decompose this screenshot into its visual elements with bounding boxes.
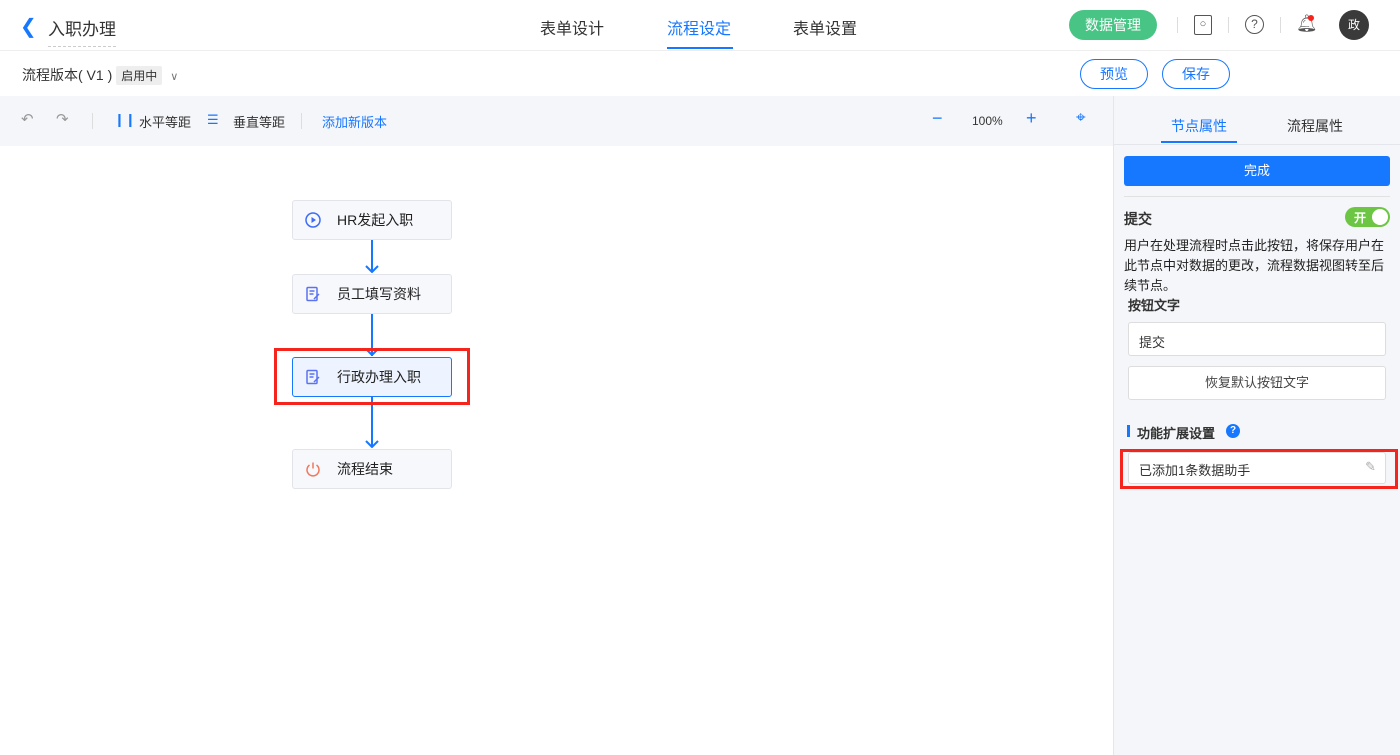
node-label: 行政办理入职 — [337, 369, 421, 385]
tab-flow-settings[interactable]: 流程设定 — [667, 21, 732, 38]
toggle-knob — [1372, 209, 1388, 225]
submit-toggle[interactable]: 开 — [1345, 207, 1390, 227]
data-assistant-value: 已添加1条数据助手 — [1139, 463, 1251, 478]
divider — [92, 113, 93, 129]
tab-flow-properties[interactable]: 流程属性 — [1287, 118, 1343, 134]
connector — [371, 397, 373, 447]
tab-node-properties[interactable]: 节点属性 — [1171, 118, 1227, 134]
form-edit-icon — [306, 286, 320, 302]
help-icon[interactable]: ? — [1245, 15, 1264, 34]
horizontal-spacing-button[interactable]: 水平等距 — [139, 115, 192, 130]
version-selector[interactable]: 流程版本( V1 )启用中 ∨ — [22, 65, 178, 85]
notification-dot — [1308, 15, 1314, 21]
vertical-spacing-button[interactable]: 垂直等距 — [233, 115, 286, 130]
zoom-level: 100% — [972, 114, 1003, 128]
divider — [1177, 17, 1178, 33]
properties-panel — [1113, 96, 1400, 755]
arrow-icon — [365, 348, 379, 356]
highlight-box — [274, 348, 470, 405]
back-icon[interactable]: ❮ — [20, 16, 37, 38]
reset-button-text-button[interactable]: 恢复默认按钮文字 — [1128, 366, 1386, 400]
locate-icon[interactable]: ⌖ — [1076, 108, 1086, 127]
flow-node-admin-selected[interactable]: 行政办理入职 — [292, 357, 452, 397]
divider — [1124, 196, 1390, 197]
horizontal-spacing-icon[interactable]: ❙❙ — [114, 112, 136, 127]
active-tab-indicator — [1161, 141, 1237, 143]
node-label: HR发起入职 — [337, 212, 414, 228]
active-tab-indicator — [667, 47, 733, 49]
tab-form-settings[interactable]: 表单设置 — [793, 21, 858, 38]
help-icon[interactable]: ? — [1226, 424, 1240, 438]
edit-icon[interactable]: ✎ — [1365, 459, 1376, 474]
zoom-in-icon[interactable]: + — [1026, 108, 1037, 128]
divider — [301, 113, 302, 129]
arrow-icon — [365, 265, 379, 273]
play-icon — [305, 212, 321, 228]
data-assistant-field[interactable]: 已添加1条数据助手 ✎ — [1128, 452, 1386, 484]
divider — [1280, 17, 1281, 33]
avatar[interactable]: 政 — [1339, 10, 1369, 40]
app-title[interactable]: 入职办理 — [48, 15, 116, 47]
button-text-label: 按钮文字 — [1128, 298, 1181, 313]
contacts-icon[interactable]: ○ — [1194, 15, 1212, 35]
undo-icon[interactable]: ↶ — [21, 111, 34, 128]
preview-button[interactable]: 预览 — [1080, 59, 1148, 89]
vertical-spacing-icon[interactable]: ☰ — [207, 112, 219, 127]
bell-icon[interactable]: 🔔︎ — [1296, 14, 1318, 33]
connector — [371, 314, 373, 356]
highlight-box — [1120, 449, 1398, 489]
divider — [1228, 17, 1229, 33]
toggle-label: 开 — [1354, 211, 1367, 225]
node-label: 流程结束 — [337, 461, 393, 477]
form-edit-icon — [306, 369, 320, 385]
zoom-out-icon[interactable]: − — [932, 108, 943, 128]
done-button[interactable]: 完成 — [1124, 156, 1390, 186]
tab-form-design[interactable]: 表单设计 — [540, 21, 605, 38]
redo-icon[interactable]: ↷ — [56, 111, 69, 128]
divider — [1114, 144, 1400, 145]
arrow-icon — [365, 440, 379, 448]
flow-node-start[interactable]: HR发起入职 — [292, 200, 452, 240]
canvas-toolbar — [0, 96, 1113, 146]
button-text-input[interactable]: 提交 — [1128, 322, 1386, 356]
data-manage-button[interactable]: 数据管理 — [1069, 10, 1157, 40]
flow-node-fill-info[interactable]: 员工填写资料 — [292, 274, 452, 314]
extension-title: 功能扩展设置 — [1137, 426, 1216, 441]
save-button[interactable]: 保存 — [1162, 59, 1230, 89]
status-badge: 启用中 — [116, 66, 163, 85]
section-marker — [1127, 425, 1130, 437]
version-label: 流程版本( V1 ) — [22, 67, 113, 83]
flow-node-end[interactable]: 流程结束 — [292, 449, 452, 489]
top-header — [0, 0, 1400, 51]
submit-description: 用户在处理流程时点击此按钮，将保存用户在此节点中对数据的更改，流程数据视图转至后… — [1124, 238, 1385, 293]
add-version-link[interactable]: 添加新版本 — [322, 115, 388, 130]
power-icon — [306, 462, 320, 477]
submit-title: 提交 — [1124, 211, 1152, 227]
chevron-down-icon[interactable]: ∨ — [170, 71, 179, 83]
connector — [371, 240, 373, 272]
node-label: 员工填写资料 — [337, 286, 421, 302]
